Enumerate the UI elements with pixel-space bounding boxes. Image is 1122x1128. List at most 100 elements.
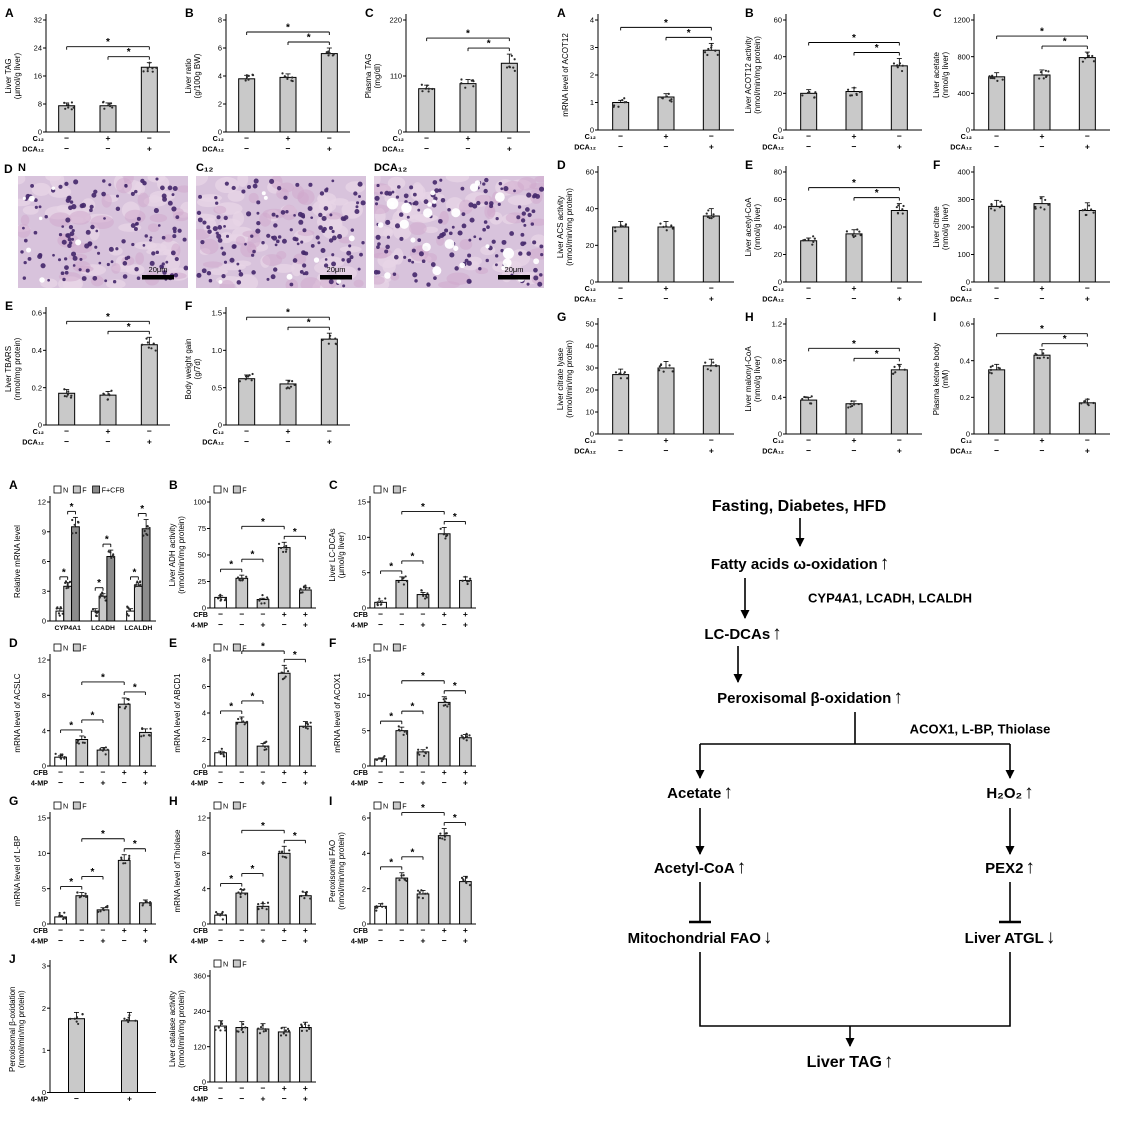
data-point bbox=[334, 342, 337, 345]
x-row-cell: − bbox=[994, 435, 999, 445]
data-point bbox=[1087, 404, 1090, 407]
significance-star: * bbox=[229, 701, 233, 712]
y-tick-label: 0.5 bbox=[212, 383, 222, 392]
data-point bbox=[293, 383, 296, 386]
x-row-cell: + bbox=[147, 437, 152, 447]
x-row-cell: + bbox=[286, 133, 291, 143]
data-point bbox=[383, 754, 386, 758]
bar bbox=[890, 369, 908, 435]
data-point bbox=[444, 703, 447, 707]
y-tick-label: 120 bbox=[193, 1042, 206, 1051]
y-tick-label: 40 bbox=[774, 52, 782, 61]
data-point bbox=[104, 753, 107, 756]
data-point bbox=[622, 373, 625, 376]
data-point bbox=[84, 892, 87, 895]
y-tick-label: 1.5 bbox=[212, 309, 222, 318]
x-row-cell: + bbox=[421, 936, 426, 946]
data-point bbox=[460, 78, 463, 81]
legend-swatch bbox=[232, 485, 241, 494]
data-point bbox=[64, 917, 67, 920]
data-point bbox=[1090, 208, 1093, 211]
y-axis-label: Liver malonyl-CoA(nmol/g liver) bbox=[744, 346, 762, 412]
significance-star: * bbox=[133, 839, 137, 850]
y-tick-label: 0 bbox=[42, 617, 46, 626]
significance-star: * bbox=[453, 512, 457, 523]
significance-star: * bbox=[250, 550, 254, 561]
data-point bbox=[263, 741, 266, 744]
y-tick-label: 0 bbox=[966, 430, 970, 439]
x-row-cell: − bbox=[852, 446, 857, 456]
data-point bbox=[416, 889, 420, 892]
x-row-cell: + bbox=[147, 144, 152, 154]
data-point bbox=[300, 1029, 304, 1032]
data-point bbox=[505, 66, 509, 69]
data-point bbox=[424, 892, 427, 895]
data-point bbox=[282, 1032, 285, 1035]
data-point bbox=[245, 74, 248, 77]
data-point bbox=[301, 591, 304, 594]
x-row-label: C₁₂ bbox=[773, 132, 784, 141]
data-point bbox=[82, 894, 86, 898]
data-point bbox=[63, 388, 66, 391]
y-axis-label: Liver ratio(g/100g BW) bbox=[184, 53, 202, 98]
bar bbox=[1033, 354, 1051, 435]
bar bbox=[890, 65, 908, 131]
data-point bbox=[146, 70, 149, 73]
data-point bbox=[102, 392, 105, 395]
diagram-node-fasting: Fasting, Diabetes, HFD bbox=[709, 495, 891, 517]
data-point bbox=[218, 596, 222, 599]
significance-star: * bbox=[875, 349, 879, 360]
y-axis-label: Liver citrate(nmol/g liver) bbox=[932, 204, 950, 251]
data-point bbox=[445, 535, 448, 538]
data-point bbox=[299, 587, 302, 590]
node-text: H₂O₂ bbox=[986, 785, 1023, 802]
bar bbox=[459, 83, 477, 133]
data-point bbox=[895, 64, 898, 67]
legend-label: F bbox=[82, 644, 87, 653]
data-point bbox=[104, 599, 107, 602]
data-point bbox=[813, 237, 816, 240]
data-point bbox=[220, 1022, 224, 1026]
significance-star: * bbox=[410, 702, 414, 713]
y-tick-label: 0 bbox=[398, 128, 402, 137]
x-row-cell: − bbox=[378, 936, 383, 946]
data-point bbox=[77, 739, 80, 742]
x-row-label: 4-MP bbox=[191, 621, 208, 630]
panel-letter: B bbox=[745, 6, 754, 20]
y-tick-label: 8 bbox=[38, 100, 42, 109]
x-row-cell: + bbox=[421, 778, 426, 788]
x-row-cell: − bbox=[399, 936, 404, 946]
x-row-cell: + bbox=[143, 767, 148, 777]
x-row-cell: − bbox=[806, 446, 811, 456]
data-point bbox=[849, 94, 852, 97]
x-row-cell: + bbox=[466, 133, 471, 143]
legend-label: N bbox=[223, 960, 228, 969]
x-row-cell: − bbox=[239, 1083, 244, 1093]
bar bbox=[800, 240, 818, 283]
x-row-cell: − bbox=[618, 446, 623, 456]
x-row-cell: + bbox=[463, 925, 468, 935]
bar bbox=[612, 226, 630, 283]
data-point bbox=[444, 537, 447, 540]
legend-swatch bbox=[72, 643, 81, 652]
x-row-cell: − bbox=[806, 294, 811, 304]
histology-label: C₁₂ bbox=[196, 162, 214, 174]
x-row-cell: + bbox=[327, 437, 332, 447]
y-tick-label: 240 bbox=[193, 1007, 206, 1016]
data-point bbox=[896, 66, 899, 69]
data-point bbox=[993, 209, 996, 212]
data-point bbox=[658, 369, 661, 372]
data-point bbox=[98, 596, 101, 599]
data-point bbox=[426, 84, 429, 87]
trend-arrow-icon: ↓ bbox=[762, 927, 773, 948]
data-point bbox=[668, 364, 671, 367]
data-point bbox=[405, 730, 408, 734]
y-tick-label: 0 bbox=[966, 278, 970, 287]
data-point bbox=[111, 106, 114, 109]
data-point bbox=[439, 832, 442, 835]
data-point bbox=[222, 753, 225, 756]
data-point bbox=[405, 580, 409, 583]
